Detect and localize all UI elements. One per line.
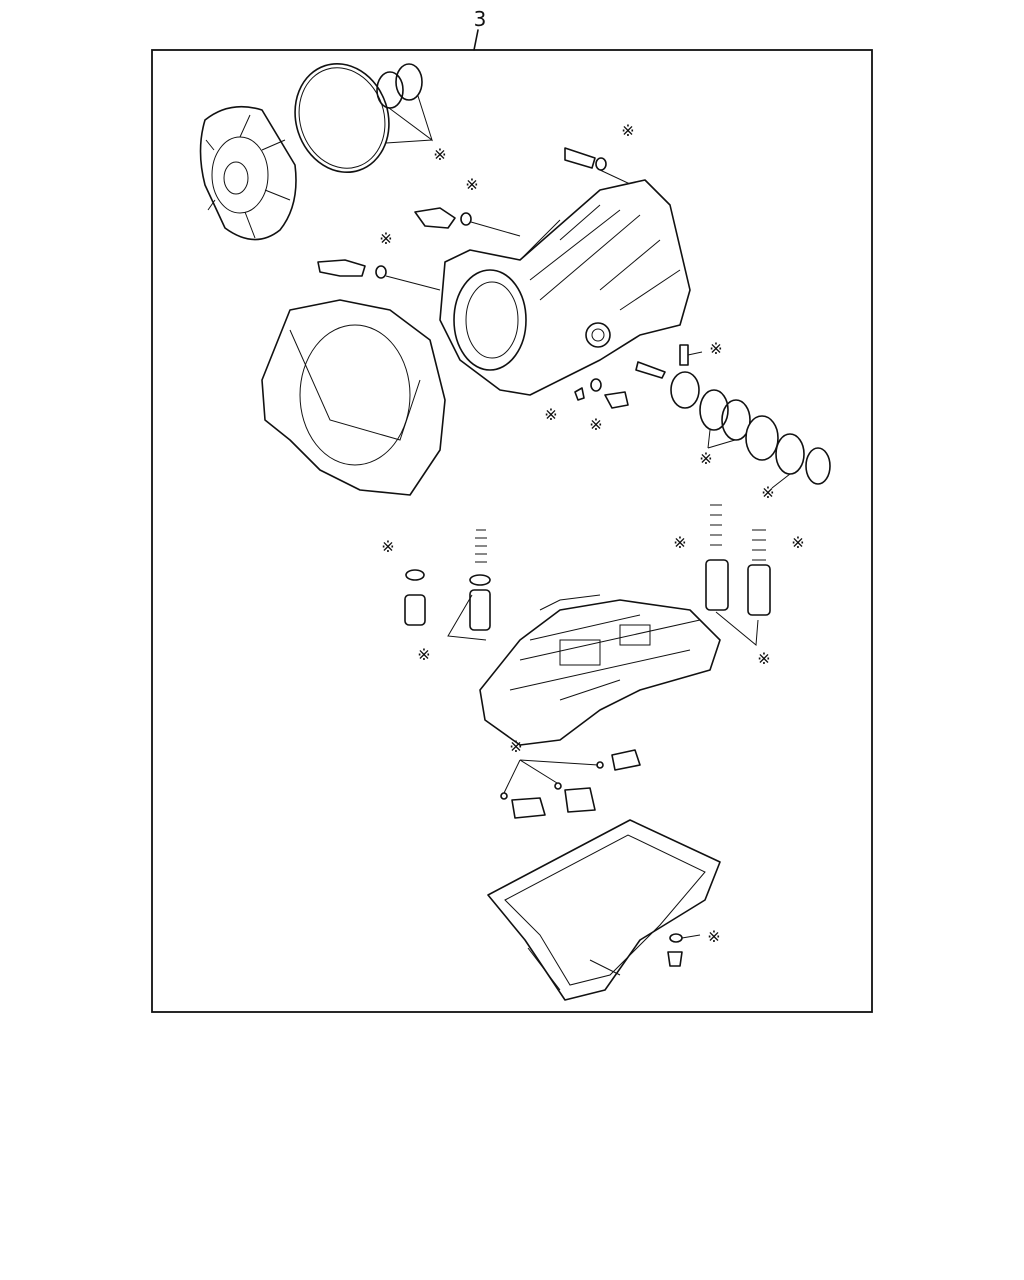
assembly-callout-number: 3 — [474, 7, 487, 31]
drain-plug-gasket — [667, 933, 701, 967]
kit-marker-5: ※ — [709, 339, 722, 358]
large-o-ring — [294, 62, 390, 174]
kit-marker-2: ※ — [621, 121, 634, 140]
solenoids — [500, 749, 641, 819]
kit-marker-1: ※ — [433, 145, 446, 164]
kit-marker-6: ※ — [544, 405, 557, 424]
oil-pan — [487, 819, 721, 1001]
kit-marker-10: ※ — [381, 537, 394, 556]
extension-housing-cover — [199, 105, 297, 241]
accumulator-springs-pistons — [404, 504, 771, 646]
kit-marker-8: ※ — [699, 449, 712, 468]
kit-marker-12: ※ — [673, 533, 686, 552]
kit-marker-14: ※ — [757, 649, 770, 668]
kit-marker-9: ※ — [761, 483, 774, 502]
transmission-case — [439, 179, 691, 396]
case-small-parts — [574, 344, 703, 409]
kit-marker-4: ※ — [379, 229, 392, 248]
small-o-ring-pair — [376, 63, 433, 144]
kit-marker-11: ※ — [417, 645, 430, 664]
diagram-frame — [151, 49, 873, 1013]
bell-housing — [261, 299, 446, 496]
kit-marker-7: ※ — [589, 415, 602, 434]
kit-marker-3: ※ — [465, 175, 478, 194]
kit-marker-13: ※ — [791, 533, 804, 552]
kit-marker-15: ※ — [509, 737, 522, 756]
kit-marker-16: ※ — [707, 927, 720, 946]
cooler-line-fittings — [317, 207, 521, 291]
seal-rings — [670, 371, 831, 489]
callout-leader — [473, 29, 479, 51]
valve-body — [479, 594, 721, 746]
